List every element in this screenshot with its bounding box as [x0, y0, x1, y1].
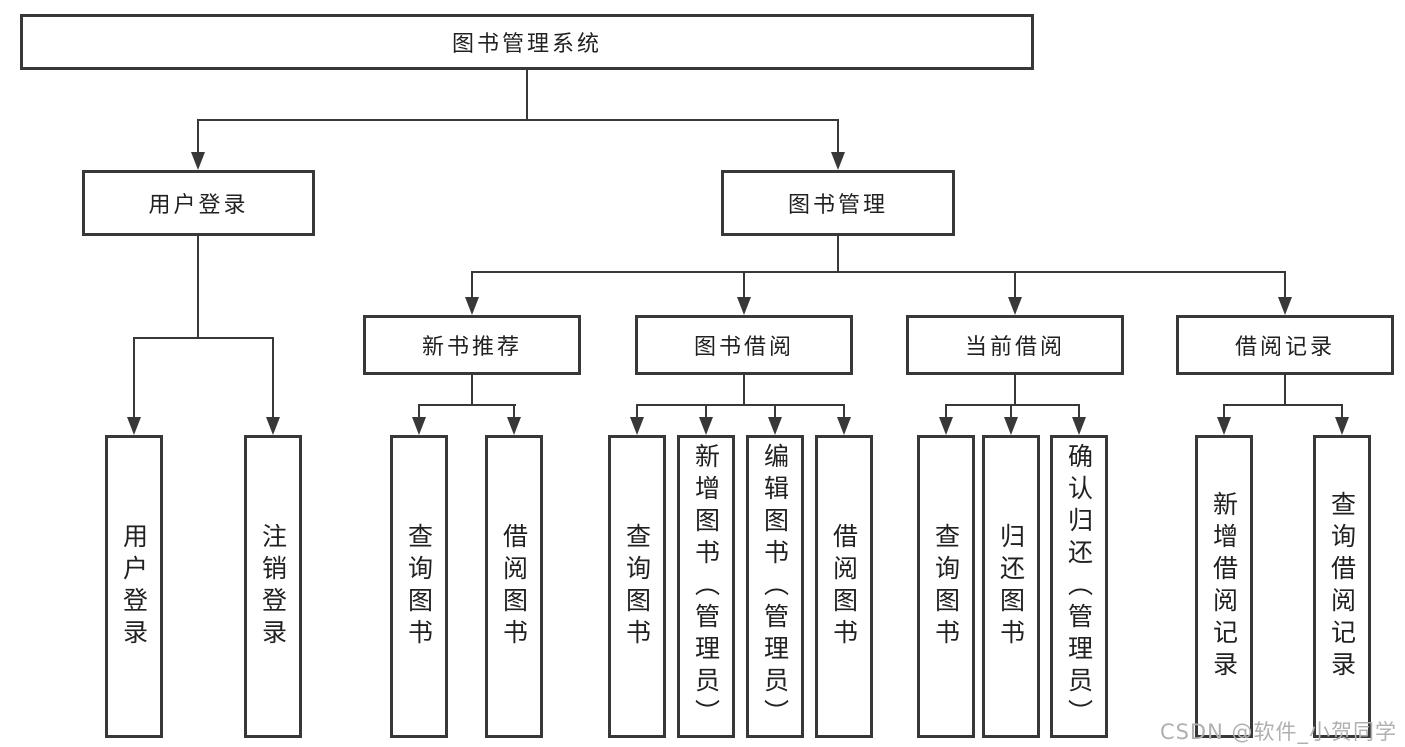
leaf-query-borrow-record: 查询借阅记录 [1313, 435, 1371, 738]
arrowhead [412, 417, 426, 435]
node-book-mgmt: 图书管理 [721, 170, 955, 236]
arrowhead [1217, 417, 1231, 435]
leaf-logout: 注销登录 [244, 435, 302, 738]
arrowhead [699, 417, 713, 435]
node-borrow-records: 借阅记录 [1176, 315, 1394, 375]
leaf-query-books-current: 查询图书 [917, 435, 975, 738]
connector-borrow-records-stem [1284, 375, 1286, 405]
arrowhead [266, 417, 280, 435]
node-new-book-recommend: 新书推荐 [363, 315, 581, 375]
connector-book-mgmt-bar [471, 271, 1286, 273]
connector-to-new-book [471, 272, 473, 297]
connector-new-book-bar [418, 404, 516, 406]
connector-to-current-borrow [1014, 272, 1016, 297]
connector-user-login-stem [197, 236, 199, 338]
leaf-borrow-books-borrow: 借阅图书 [815, 435, 873, 738]
arrowhead [1004, 417, 1018, 435]
connector-root-bar [197, 119, 839, 121]
connector-book-borrow-bar [636, 404, 845, 406]
connector-leaf [945, 405, 947, 417]
connector-leaf [636, 405, 638, 417]
arrowhead [630, 417, 644, 435]
arrowhead [768, 417, 782, 435]
node-user-login: 用户登录 [82, 170, 315, 236]
connector-current-borrow-bar [945, 404, 1080, 406]
connector-to-book-borrow [743, 272, 745, 297]
connector-leaf [418, 405, 420, 417]
leaf-add-borrow-record: 新增借阅记录 [1195, 435, 1253, 738]
leaf-query-books-newbook: 查询图书 [390, 435, 448, 738]
connector-root-stem [526, 70, 528, 120]
node-root: 图书管理系统 [20, 14, 1034, 70]
leaf-user-login: 用户登录 [105, 435, 163, 738]
arrowhead [1278, 297, 1292, 315]
connector-to-leaf-user-login [133, 338, 135, 417]
connector-to-leaf-logout [272, 338, 274, 417]
connector-leaf [774, 405, 776, 417]
arrowhead [1335, 417, 1349, 435]
connector-leaf [843, 405, 845, 417]
arrowhead [191, 152, 205, 170]
connector-current-borrow-stem [1014, 375, 1016, 405]
arrowhead [737, 297, 751, 315]
leaf-query-books-borrow: 查询图书 [608, 435, 666, 738]
connector-book-mgmt-stem [837, 236, 839, 272]
connector-borrow-records-bar [1223, 404, 1343, 406]
node-current-borrow: 当前借阅 [906, 315, 1124, 375]
connector-user-login-bar [133, 337, 274, 339]
connector-leaf [1341, 405, 1343, 417]
arrowhead [465, 297, 479, 315]
connector-leaf [513, 405, 515, 417]
csdn-watermark: CSDN @软件_小贺同学 [1159, 720, 1397, 744]
leaf-add-book-admin: 新增图书（管理员） [677, 435, 735, 738]
connector-leaf [1078, 405, 1080, 417]
connector-new-book-stem [471, 375, 473, 405]
connector-book-borrow-stem [743, 375, 745, 405]
arrowhead [837, 417, 851, 435]
leaf-edit-book-admin: 编辑图书（管理员） [746, 435, 804, 738]
connector-to-borrow-records [1284, 272, 1286, 297]
arrowhead [1072, 417, 1086, 435]
connector-to-user-login [197, 120, 199, 152]
leaf-return-book: 归还图书 [982, 435, 1040, 738]
connector-leaf [705, 405, 707, 417]
connector-leaf [1010, 405, 1012, 417]
arrowhead [939, 417, 953, 435]
connector-to-book-mgmt [837, 120, 839, 152]
connector-leaf [1223, 405, 1225, 417]
arrowhead [507, 417, 521, 435]
arrowhead [831, 152, 845, 170]
arrowhead [127, 417, 141, 435]
leaf-confirm-return-admin: 确认归还（管理员） [1050, 435, 1108, 738]
leaf-borrow-books-newbook: 借阅图书 [485, 435, 543, 738]
node-book-borrow: 图书借阅 [635, 315, 853, 375]
arrowhead [1008, 297, 1022, 315]
